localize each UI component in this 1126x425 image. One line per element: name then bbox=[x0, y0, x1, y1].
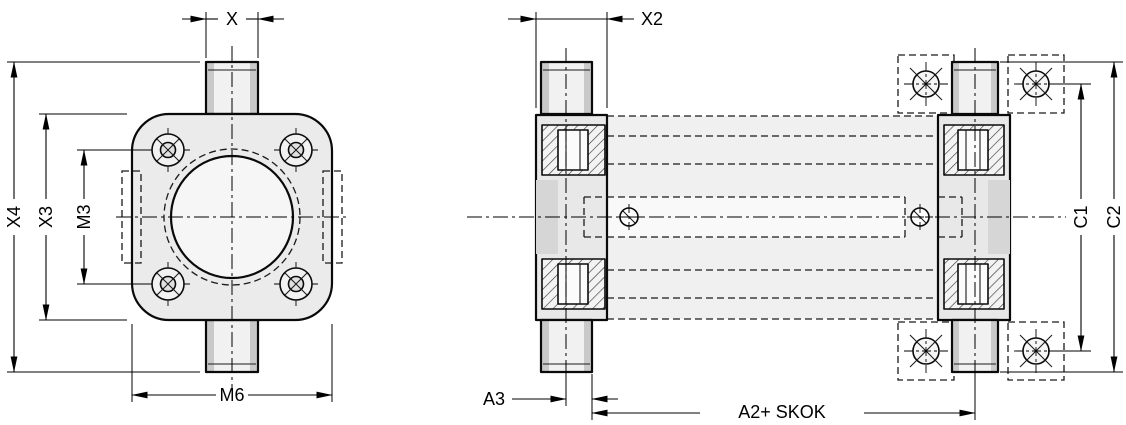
dim-label-c1: C1 bbox=[1071, 205, 1091, 228]
corner-screw-bottom-left bbox=[146, 262, 190, 306]
side-front-flange bbox=[534, 113, 609, 322]
dim-x2: X2 bbox=[508, 9, 663, 108]
dim-x3: X3 bbox=[36, 113, 127, 321]
front-view bbox=[116, 46, 350, 392]
dim-label-c2: C2 bbox=[1104, 205, 1124, 228]
corner-screw-top-left bbox=[146, 128, 190, 172]
dim-c2: C2 bbox=[1000, 61, 1124, 373]
dim-m6: M6 bbox=[131, 324, 333, 405]
mounting-foot-phantom-top bbox=[897, 54, 1065, 114]
dim-label-x3: X3 bbox=[36, 206, 56, 228]
dim-c1: C1 bbox=[1048, 83, 1091, 352]
dim-label-x: X bbox=[226, 9, 238, 29]
dim-label-m6: M6 bbox=[219, 385, 244, 405]
dim-label-a3: A3 bbox=[483, 389, 505, 409]
side-view bbox=[467, 48, 1066, 388]
corner-screw-top-right bbox=[274, 128, 318, 172]
dim-x4: X4 bbox=[4, 61, 200, 373]
dim-label-a2-skok: A2+ SKOK bbox=[738, 402, 826, 422]
hidden-slot-right bbox=[322, 170, 343, 264]
dim-label-x4: X4 bbox=[4, 206, 24, 228]
dim-m3: M3 bbox=[74, 149, 147, 285]
dim-label-m3: M3 bbox=[74, 204, 94, 229]
dim-label-x2: X2 bbox=[641, 9, 663, 29]
mounting-foot-phantom-bottom bbox=[897, 321, 1065, 381]
dim-a2-skok: A2+ SKOK bbox=[591, 374, 976, 422]
corner-screw-bottom-right bbox=[274, 262, 318, 306]
dim-x: X bbox=[182, 9, 284, 58]
